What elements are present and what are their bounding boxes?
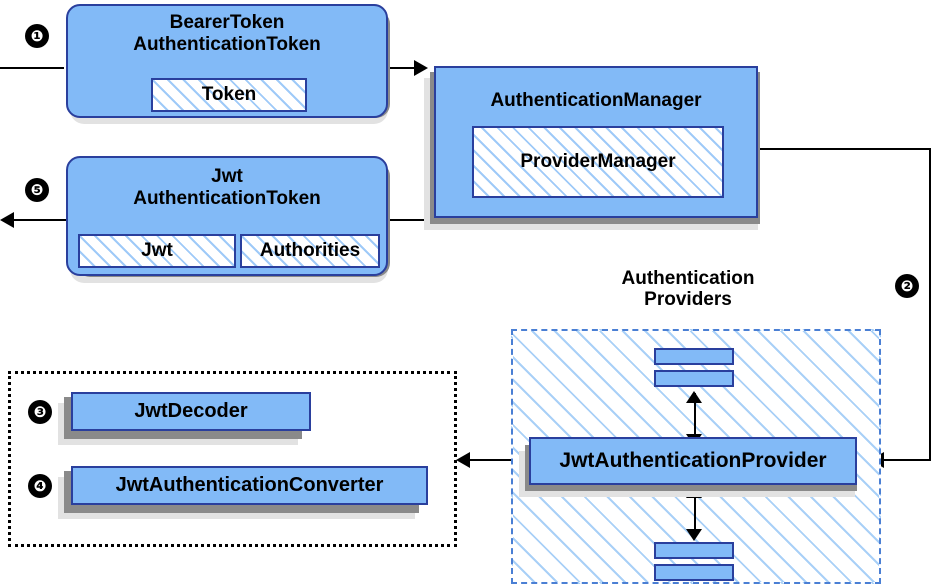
- bearer-token-title-line2: AuthenticationToken: [133, 34, 321, 55]
- arrowhead-bearer-to-manager: [414, 60, 428, 76]
- jwt-inner-box[interactable]: Jwt: [78, 234, 236, 268]
- jwt-token-title-line2: AuthenticationToken: [133, 188, 321, 209]
- jwt-decoder-label: JwtDecoder: [134, 400, 248, 422]
- connector-right-down: [929, 148, 931, 459]
- token-label: Token: [201, 84, 257, 105]
- arrowhead-provider-to-components: [456, 452, 470, 468]
- jwt-authentication-converter-label: JwtAuthenticationConverter: [115, 474, 384, 496]
- connector-into-providers: [884, 459, 931, 461]
- providers-label-line2: Providers: [644, 289, 732, 311]
- arrowhead-jwt-token-out: [0, 212, 14, 228]
- bearer-token-authentication-token-box[interactable]: BearerToken AuthenticationToken Token: [66, 4, 388, 118]
- jwt-label: Jwt: [141, 240, 173, 261]
- authorities-label: Authorities: [259, 240, 361, 261]
- step-badge-5: ❺: [25, 178, 49, 202]
- provider-manager-inner-box[interactable]: ProviderManager: [472, 126, 724, 198]
- jwt-authentication-provider-label: JwtAuthenticationProvider: [559, 449, 827, 472]
- connector-manager-to-jwt-token: [386, 219, 434, 221]
- connector-bearer-to-manager: [386, 67, 426, 69]
- provider-placeholder-bar-bottom-1: [654, 542, 734, 559]
- connector-provider-top: [694, 393, 696, 438]
- authentication-manager-box[interactable]: AuthenticationManager ProviderManager: [434, 66, 758, 218]
- connector-request-in: [0, 67, 64, 69]
- provider-manager-label: ProviderManager: [520, 151, 676, 172]
- token-inner-box[interactable]: Token: [151, 78, 307, 112]
- jwt-authentication-token-box[interactable]: Jwt AuthenticationToken Jwt Authorities: [66, 156, 388, 276]
- arrowhead-down-bottom: [686, 529, 702, 541]
- step-badge-1: ❶: [25, 24, 49, 48]
- step-badge-4: ❹: [28, 474, 52, 498]
- authentication-providers-label: Authentication Providers: [563, 268, 813, 311]
- jwt-authentication-converter-box[interactable]: JwtAuthenticationConverter: [71, 466, 428, 505]
- jwt-decoder-box[interactable]: JwtDecoder: [71, 392, 311, 431]
- authentication-manager-title: AuthenticationManager: [490, 90, 702, 111]
- authorities-inner-box[interactable]: Authorities: [240, 234, 380, 268]
- jwt-token-title-line1: Jwt: [211, 166, 243, 187]
- connector-jwt-token-out: [10, 219, 68, 221]
- step-badge-2: ❷: [895, 274, 919, 298]
- jwt-components-container: [8, 371, 457, 547]
- step-badge-3: ❸: [28, 400, 52, 424]
- connector-provider-bottom: [694, 488, 696, 533]
- provider-placeholder-bar-top-1: [654, 348, 734, 365]
- providers-label-line1: Authentication: [621, 268, 755, 289]
- connector-provider-to-components: [470, 459, 516, 461]
- connector-manager-right: [758, 148, 931, 150]
- bearer-token-title-line1: BearerToken: [169, 12, 285, 33]
- provider-placeholder-bar-top-2: [654, 370, 734, 387]
- provider-placeholder-bar-bottom-2: [654, 564, 734, 581]
- jwt-authentication-provider-box[interactable]: JwtAuthenticationProvider: [529, 437, 857, 485]
